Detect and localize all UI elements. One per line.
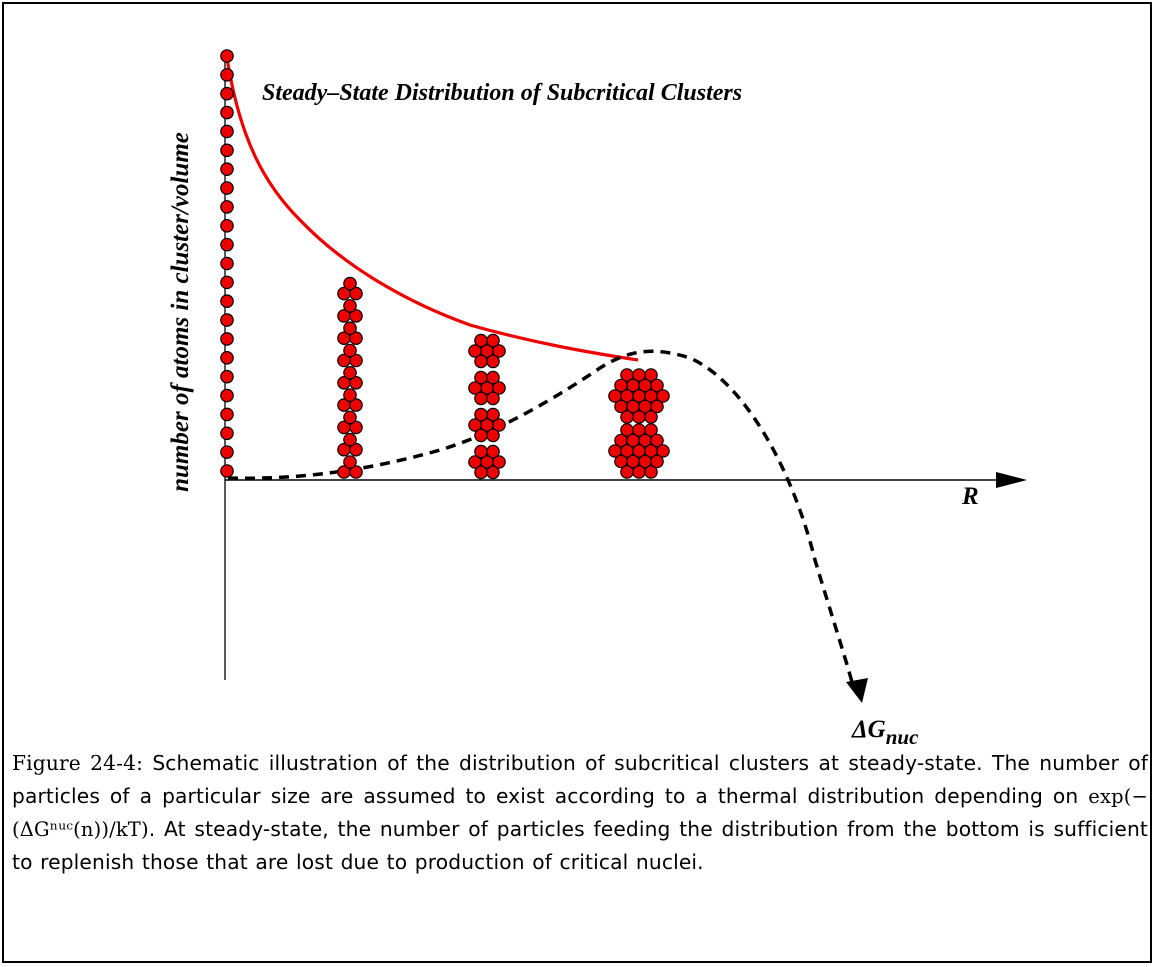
monomer-atom xyxy=(220,256,234,271)
delta-g-symbol: ΔG xyxy=(851,716,886,743)
delta-g-nuc-label: ΔGnuc xyxy=(851,716,919,749)
septamer-atom xyxy=(474,370,488,385)
trimer-atom xyxy=(343,321,357,335)
monomer-atom xyxy=(220,143,234,158)
trimer-atom xyxy=(343,455,357,469)
caption-text-after: . At steady-state, the number of particl… xyxy=(12,817,1148,874)
steady-state-curve xyxy=(225,57,639,362)
monomer-atom xyxy=(220,332,234,346)
septamer-atom xyxy=(468,381,482,395)
x-axis-label: R xyxy=(961,483,979,510)
monomer-atom xyxy=(220,105,234,120)
trimer-atom xyxy=(343,276,357,291)
y-axis-label: number of atoms in cluster/volume xyxy=(167,132,194,492)
cluster-atom xyxy=(644,410,658,424)
monomer-atom xyxy=(220,313,234,327)
monomer-atom xyxy=(220,275,234,290)
x-axis-arrowhead xyxy=(996,472,1027,488)
trimer-atom xyxy=(343,388,357,402)
trimer-column xyxy=(337,276,363,479)
cluster-atom xyxy=(632,465,646,479)
monomer-atom xyxy=(220,124,234,139)
septamer-atom xyxy=(486,391,500,406)
septamer-atom xyxy=(474,354,488,369)
septamer-atom xyxy=(492,344,506,358)
trimer-atom xyxy=(343,299,357,313)
cluster-atom xyxy=(650,433,664,448)
monomer-atom xyxy=(220,426,234,441)
septamer-atom xyxy=(492,418,506,432)
cluster-atom xyxy=(644,465,658,479)
monomer-atom xyxy=(220,49,234,63)
septamer-atom xyxy=(468,344,482,358)
septamer-atom xyxy=(474,465,488,480)
cluster-atom xyxy=(644,368,658,382)
cluster-atom xyxy=(650,399,664,414)
cluster-atom xyxy=(656,444,670,458)
caption-figure-label: Figure 24-4: xyxy=(12,751,144,775)
septamer-atom xyxy=(492,381,506,395)
septamer-atom xyxy=(474,391,488,406)
septamer-atom xyxy=(492,455,506,469)
cluster-atom xyxy=(650,454,664,469)
delta-g-curve xyxy=(227,349,854,683)
septamer-atom xyxy=(486,370,500,385)
delta-g-arrowhead xyxy=(846,678,868,703)
septamer-atom xyxy=(468,455,482,469)
trimer-atom xyxy=(343,365,357,380)
septamer-atom xyxy=(486,407,500,422)
monomer-atom xyxy=(220,181,234,195)
monomer-atom xyxy=(220,200,234,214)
septamer-atom xyxy=(486,428,500,443)
trimer-atom xyxy=(349,398,363,412)
monomer-atom xyxy=(220,464,234,478)
septamer-atom xyxy=(474,428,488,443)
trimer-atom xyxy=(343,410,357,425)
trimer-atom xyxy=(349,331,363,345)
monomer-atom xyxy=(220,445,234,459)
cluster-atom xyxy=(650,378,664,393)
monomer-column xyxy=(220,49,234,478)
trimer-atom xyxy=(349,375,363,390)
cluster-atom xyxy=(620,465,634,479)
trimer-atom xyxy=(349,465,363,479)
trimer-atom xyxy=(349,442,363,457)
delta-g-subscript: nuc xyxy=(886,725,919,749)
septamer-atom xyxy=(474,333,488,348)
monomer-atom xyxy=(220,351,234,365)
trimer-atom xyxy=(349,286,363,301)
monomer-atom xyxy=(220,218,234,233)
monomer-atom xyxy=(220,86,234,101)
cluster-atom xyxy=(632,410,646,424)
trimer-atom xyxy=(349,309,363,323)
monomer-atom xyxy=(220,162,234,176)
caption-text-before: Schematic illustration of the distributi… xyxy=(12,751,1148,808)
monomer-atom xyxy=(220,237,234,252)
cluster-atom xyxy=(620,410,634,424)
trimer-atom xyxy=(349,420,363,435)
diagram-title: Steady–State Distribution of Subcritical… xyxy=(262,80,742,106)
septamer-atom xyxy=(474,444,488,459)
monomer-atom xyxy=(220,294,234,309)
septamer-atom xyxy=(486,354,500,369)
septamer-atom xyxy=(486,333,500,348)
large-cluster-column xyxy=(608,368,670,479)
septamer-atom xyxy=(468,418,482,432)
trimer-atom xyxy=(343,432,357,447)
caption-math: exp(−(ΔGⁿᵘᶜ(n))/kT) xyxy=(12,785,1148,841)
monomer-atom xyxy=(220,68,234,82)
figure-caption: Figure 24-4: Schematic illustration of t… xyxy=(12,747,1148,879)
monomer-atom xyxy=(220,369,234,384)
monomer-atom xyxy=(220,388,234,403)
trimer-atom xyxy=(349,353,363,368)
monomer-atom xyxy=(220,407,234,422)
trimer-atom xyxy=(343,343,357,358)
septamer-column xyxy=(468,333,506,480)
septamer-atom xyxy=(486,444,500,459)
septamer-atom xyxy=(486,465,500,480)
cluster-atom xyxy=(656,389,670,403)
septamer-atom xyxy=(474,407,488,422)
